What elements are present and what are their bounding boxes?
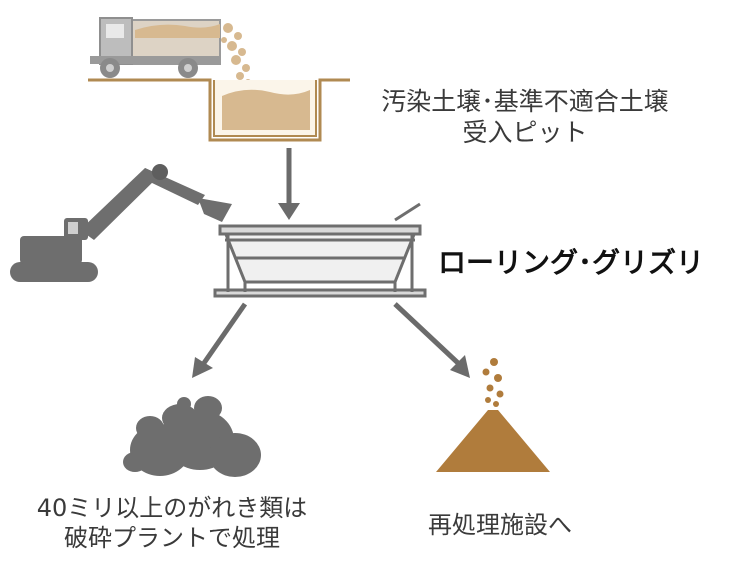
excavator-icon bbox=[10, 164, 232, 282]
receiving-pit-icon bbox=[88, 78, 350, 142]
flow-arrow-right bbox=[393, 302, 470, 378]
grizzly-label: ローリング･グリズリ bbox=[438, 246, 705, 279]
rubble-label: 40ミリ以上のがれき類は 破砕プラントで処理 bbox=[12, 493, 332, 553]
sand-pile-icon bbox=[436, 358, 550, 472]
reprocess-label: 再処理施設へ bbox=[428, 511, 572, 539]
falling-soil-particles bbox=[221, 23, 251, 85]
flow-arrow-left bbox=[192, 302, 248, 378]
dump-truck-icon bbox=[90, 17, 221, 78]
pit-label: 汚染土壌･基準不適合土壌 受入ピット bbox=[330, 86, 720, 149]
pit-label-line2: 受入ピット bbox=[462, 118, 588, 148]
rubble-label-line2: 破砕プラントで処理 bbox=[64, 524, 280, 552]
pit-label-line1: 汚染土壌･基準不適合土壌 bbox=[381, 87, 669, 116]
rubble-label-line1: 40ミリ以上のがれき類は bbox=[36, 494, 308, 522]
rolling-grizzly-icon bbox=[213, 202, 427, 298]
rubble-pile-icon bbox=[123, 396, 261, 477]
flow-arrow-down bbox=[278, 148, 300, 220]
